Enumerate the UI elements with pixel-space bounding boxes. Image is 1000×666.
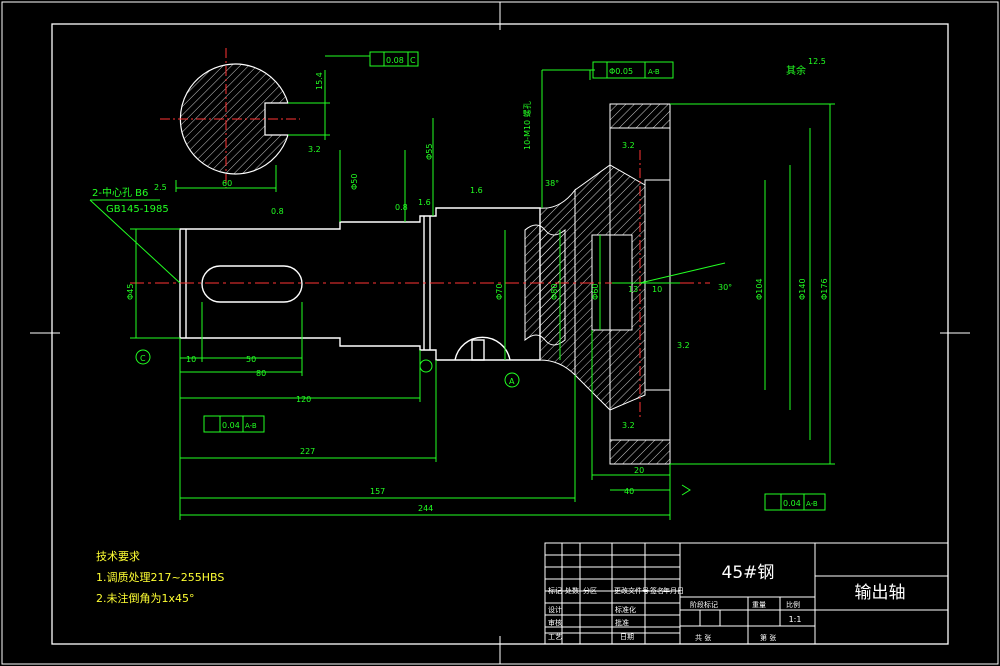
keyway-width: 60: [222, 179, 232, 188]
runout-1-ref: A-B: [245, 422, 257, 430]
pos-tol-ref: A-B: [648, 68, 660, 76]
tech-req-item-1: 1.调质处理217~255HBS: [96, 571, 224, 584]
title-block: [544, 542, 949, 645]
dim-10: 10: [186, 355, 196, 364]
datum-c-label: C: [140, 354, 146, 363]
center-hole-std: GB145-1985: [106, 204, 169, 215]
pos-tol-value: Φ0.05: [609, 67, 633, 76]
center-hole-note: 2-中心孔 B6: [92, 186, 148, 199]
ra-left: 2.5: [154, 183, 167, 192]
keyway-depth: 15.4: [315, 72, 324, 90]
sym-tol-value: 0.08: [386, 56, 404, 65]
sym-tol-ref: C: [410, 56, 416, 65]
tech-req-heading: 技术要求: [96, 550, 140, 563]
shaft-outline: [179, 207, 541, 361]
ra-key: 3.2: [308, 145, 321, 154]
dim-phi70: Φ70: [495, 284, 504, 300]
tb-checker: 审核: [548, 618, 562, 627]
dim-phi55: Φ55: [425, 144, 434, 160]
tb-row-count: 处数: [565, 586, 579, 595]
dim-phi60: Φ60: [591, 284, 600, 300]
runout-2-ref: A-B: [806, 500, 818, 508]
dim-80: 80: [256, 369, 266, 378]
gdt-frames: [135, 51, 826, 511]
thread-note: 10-M10 螺孔: [522, 101, 532, 150]
tech-req-item-2: 2.未注倒角为1x45°: [96, 591, 195, 605]
dim-244: 244: [418, 504, 433, 513]
tb-sheets-total: 共 张: [695, 633, 711, 642]
dimension-lines: [89, 55, 835, 520]
angle-30: 30°: [718, 283, 732, 292]
tb-row-sign: 签名: [650, 586, 664, 595]
part-name-text: 输出轴: [855, 583, 906, 603]
tb-row-date: 年月日: [663, 586, 684, 595]
dim-120: 120: [296, 395, 311, 404]
runout-2-value: 0.04: [783, 499, 801, 508]
ra-mid-2: 1.6: [418, 198, 431, 207]
dim-phi104: Φ104: [755, 278, 764, 300]
ra-gear-2: 3.2: [677, 341, 690, 350]
remaining-value: 12.5: [808, 57, 826, 66]
tb-designer: 设计: [548, 605, 562, 614]
keyway-section: [160, 48, 330, 192]
datum-a-label: A: [509, 377, 515, 386]
angle-38: 38°: [545, 179, 559, 188]
material-text: 45#钢: [722, 563, 775, 583]
tb-row-zone: 分区: [583, 586, 597, 595]
dim-227: 227: [300, 447, 315, 456]
runout-1-value: 0.04: [222, 421, 240, 430]
tb-ratio: 比例: [786, 600, 800, 609]
ra-top: 0.8: [271, 207, 284, 216]
tb-stage: 阶段标记: [690, 600, 718, 609]
tb-process: 工艺: [548, 633, 562, 641]
tb-approve: 批准: [615, 618, 629, 627]
tb-row-mark: 标记: [548, 586, 562, 595]
dim-phi50: Φ50: [350, 174, 359, 190]
tb-date: 日期: [620, 633, 634, 641]
scale-text: 1:1: [789, 615, 802, 624]
dim-phi176: Φ176: [820, 278, 829, 300]
dim-phi45: Φ45: [126, 284, 135, 300]
tb-sheet-no: 第 张: [760, 633, 776, 642]
dim-157: 157: [370, 487, 385, 496]
dim-40: 40: [624, 487, 634, 496]
dim-phi80: Φ80: [550, 284, 559, 300]
dim-13: 13: [628, 285, 638, 294]
ra-mid-3: 1.6: [470, 186, 483, 195]
dim-20: 20: [634, 466, 644, 475]
dim-10b: 10: [652, 285, 662, 294]
dim-50: 50: [246, 355, 256, 364]
tb-weight: 重量: [752, 601, 766, 609]
ra-gear-3: 3.2: [622, 421, 635, 430]
tb-row-file: 更改文件号: [614, 586, 649, 595]
ra-gear-1: 3.2: [622, 141, 635, 150]
ra-mid-1: 0.8: [395, 203, 408, 212]
dim-phi140: Φ140: [798, 278, 807, 300]
tb-standard: 标准化: [615, 605, 636, 614]
remaining-label: 其余: [786, 64, 806, 77]
